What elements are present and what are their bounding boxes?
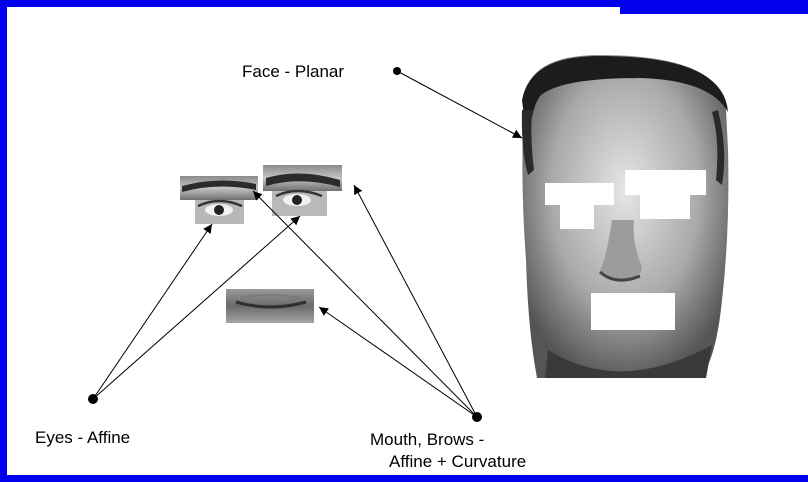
mouth-brows-label-line2: Affine + Curvature [389,452,526,472]
left-eye-brow-patch [180,176,258,224]
eyes-arrow-left [93,224,212,399]
eyes-label: Eyes - Affine [35,428,130,448]
brows-arrow-right [354,185,477,417]
face-arrow [397,71,522,138]
mouth-brows-label-line1: Mouth, Brows - [370,430,484,450]
face-label: Face - Planar [242,62,344,82]
right-eye-brow-patch [263,165,342,216]
face-photo [522,55,729,378]
mouth-arrow [319,307,477,417]
mouth-patch [226,289,314,323]
